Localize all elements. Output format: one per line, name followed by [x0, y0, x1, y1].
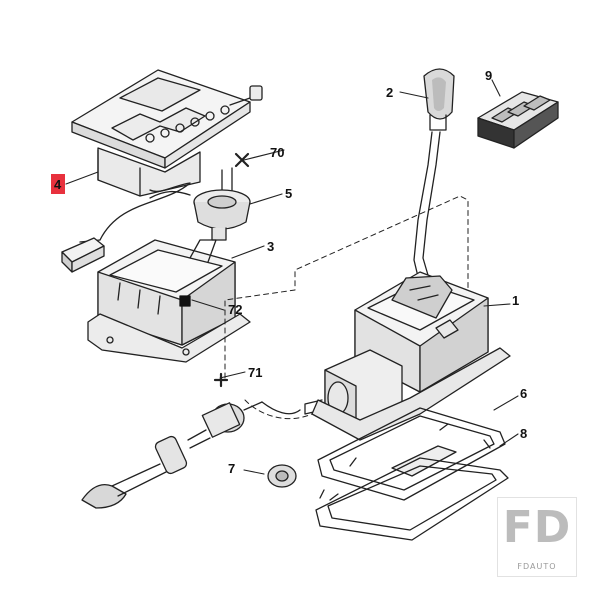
- part-label-7: 7: [228, 461, 235, 476]
- shifter-assembly: [304, 271, 511, 441]
- part-label-72: 72: [228, 302, 242, 317]
- part-label-4: 4: [54, 177, 62, 192]
- watermark-logo: FD: [502, 502, 572, 553]
- shift-lever: [413, 131, 441, 286]
- part-labels: 2 9 70 5 3 4 1 72 71 6 8 7: [54, 68, 527, 476]
- lock-solenoid: [149, 167, 251, 241]
- highlight-box-4: [51, 174, 65, 194]
- shifter-housing: [87, 239, 251, 363]
- part-label-1: 1: [512, 293, 519, 308]
- part-label-6: 6: [520, 386, 527, 401]
- grommet: [267, 464, 297, 488]
- marker-square-72: [179, 295, 191, 307]
- part-label-8: 8: [520, 426, 527, 441]
- part-label-5: 5: [285, 186, 292, 201]
- part-label-71: 71: [248, 365, 262, 380]
- gasket: [317, 407, 506, 501]
- gear-knob: [423, 68, 455, 131]
- part-label-2: 2: [386, 85, 393, 100]
- switch-panel: [477, 91, 559, 149]
- marker-plus-71: [213, 372, 229, 388]
- marker-x-70: [234, 152, 250, 168]
- watermark-text: FDAUTO: [517, 562, 557, 571]
- part-label-9: 9: [485, 68, 492, 83]
- leader-lines: [65, 79, 519, 475]
- trim-frame: [315, 457, 509, 541]
- part-label-3: 3: [267, 239, 274, 254]
- part-label-70: 70: [270, 145, 284, 160]
- cable-assembly: [81, 401, 301, 509]
- watermark: FD FDAUTO: [497, 497, 577, 577]
- indicator-plate: [61, 69, 263, 273]
